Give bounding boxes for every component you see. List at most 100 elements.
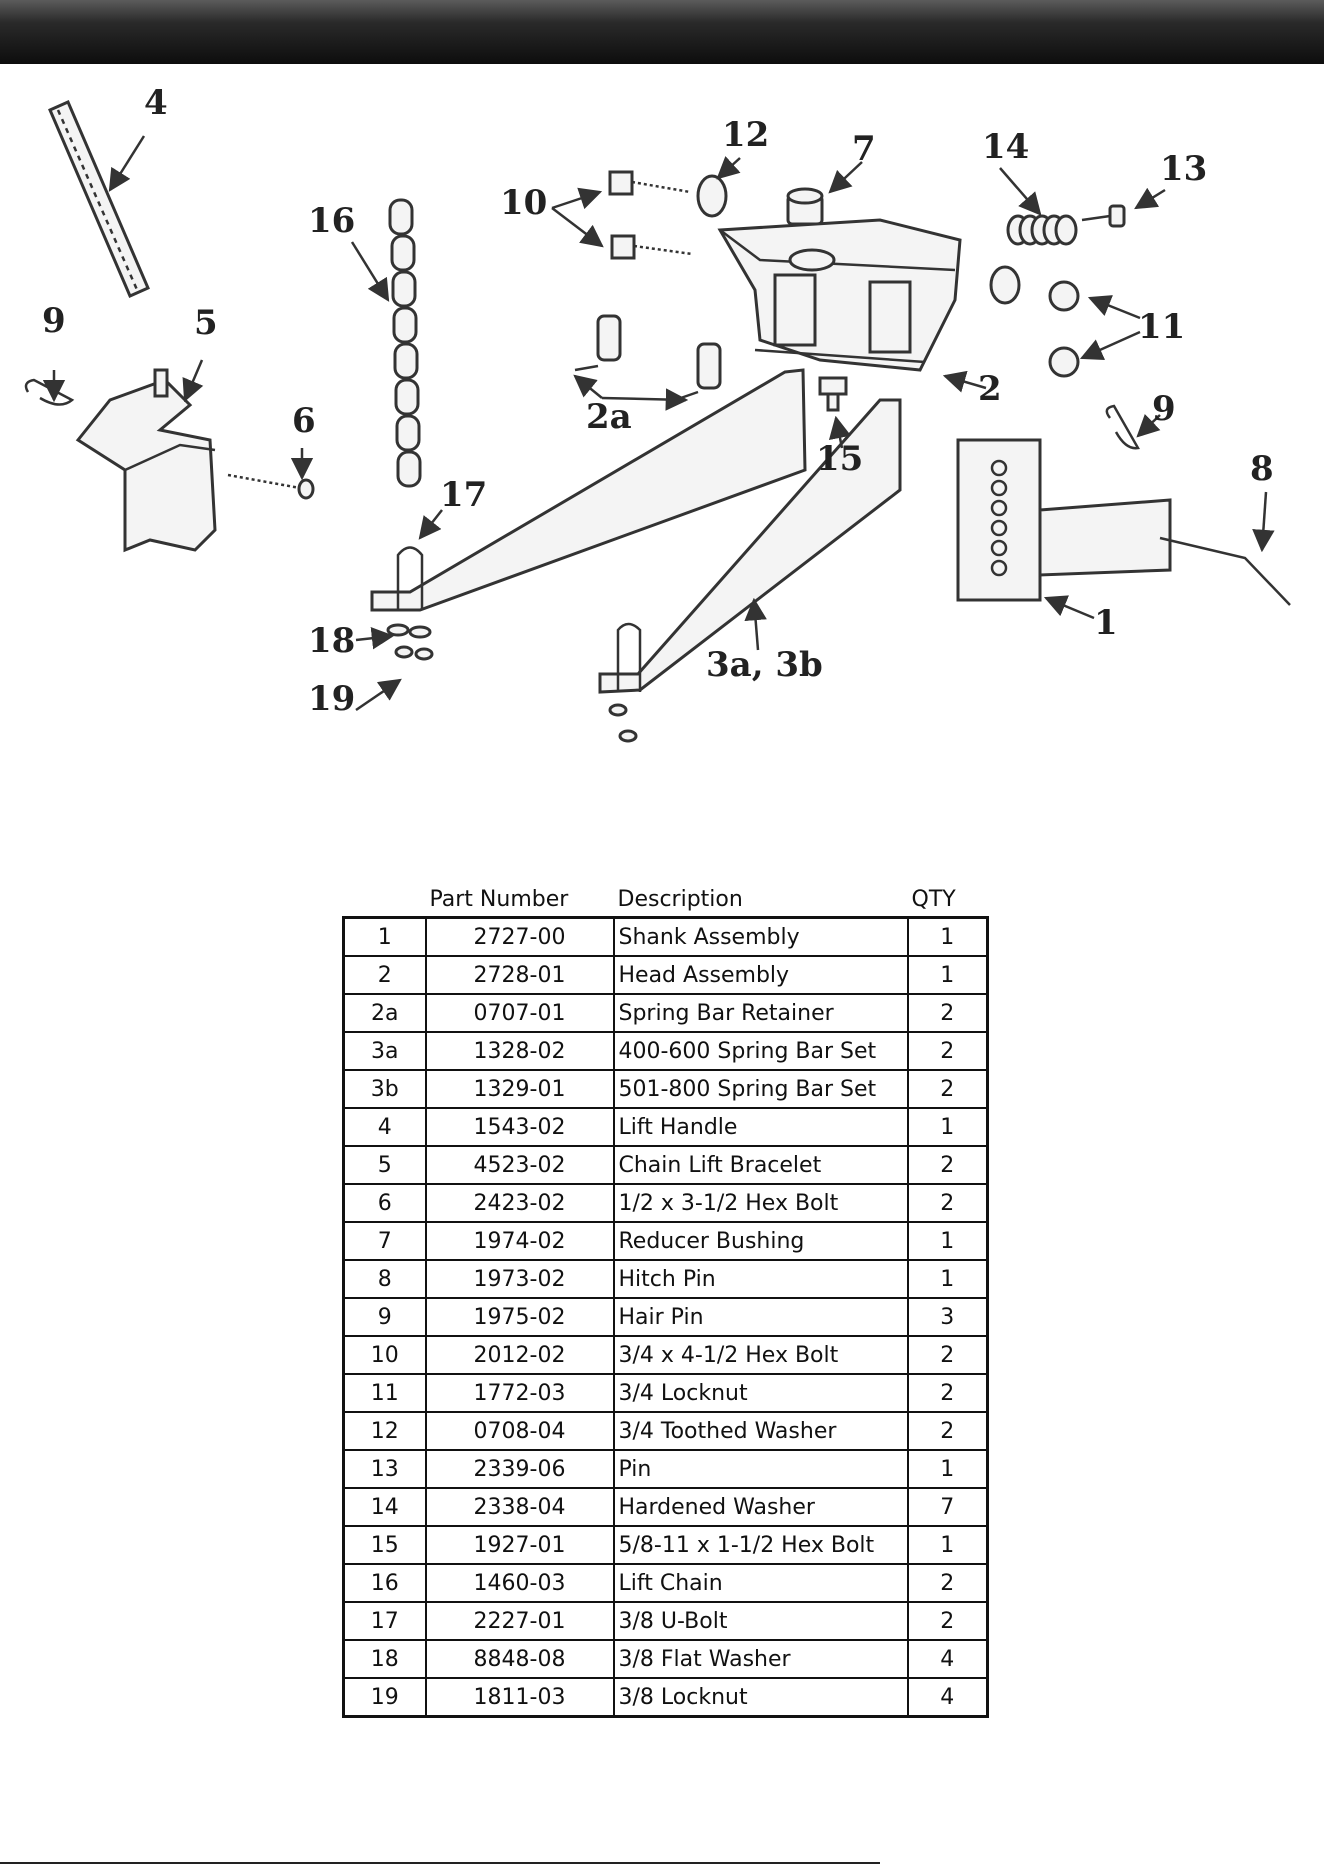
cell-row-number: 9 <box>342 1297 427 1337</box>
cell-description: Chain Lift Bracelet <box>612 1145 909 1185</box>
reducer-bushing-part <box>786 187 824 226</box>
callout-2a: 2a <box>586 397 632 437</box>
footer-rule <box>0 1862 880 1864</box>
cell-row-number: 4 <box>342 1107 427 1147</box>
cell-row-number: 18 <box>342 1639 427 1679</box>
callout-3a-3b: 3a, 3b <box>706 645 823 685</box>
exploded-parts-diagram: 4 9 5 6 16 10 12 7 14 13 11 2 2a 15 9 8 … <box>24 83 1291 743</box>
header-qty: QTY <box>911 886 956 912</box>
cell-part-number: 0707-01 <box>424 993 615 1033</box>
cell-description: Pin <box>612 1449 909 1489</box>
chain-lift-bracelet-part <box>75 368 217 553</box>
callout-9-right: 9 <box>1152 389 1176 429</box>
lift-chain-part <box>388 198 422 488</box>
cell-part-number: 1772-03 <box>424 1373 615 1413</box>
cell-part-number: 8848-08 <box>424 1639 615 1679</box>
cell-quantity: 3 <box>906 1297 989 1337</box>
cell-part-number: 1543-02 <box>424 1107 615 1147</box>
shank-assembly-part <box>956 438 1172 602</box>
cell-description: Shank Assembly <box>612 916 909 957</box>
cell-quantity: 4 <box>906 1639 989 1679</box>
cell-description: 3/4 Toothed Washer <box>612 1411 909 1451</box>
cell-description: 3/8 Flat Washer <box>612 1639 909 1679</box>
header-description: Description <box>617 886 743 912</box>
callout-1: 1 <box>1094 603 1118 643</box>
cell-quantity: 1 <box>906 955 989 995</box>
cell-description: Hardened Washer <box>612 1487 909 1527</box>
cell-row-number: 3a <box>342 1031 427 1071</box>
cell-row-number: 3b <box>342 1069 427 1109</box>
head-assembly-part <box>717 218 962 372</box>
cell-quantity: 1 <box>906 1221 989 1261</box>
cell-row-number: 6 <box>342 1183 427 1223</box>
cell-quantity: 2 <box>906 1601 989 1641</box>
cell-quantity: 2 <box>906 1069 989 1109</box>
cell-row-number: 15 <box>342 1525 427 1565</box>
cell-description: Lift Handle <box>612 1107 909 1147</box>
hex-bolt-15-part <box>818 376 848 412</box>
cell-part-number: 1811-03 <box>424 1677 615 1718</box>
cell-row-number: 19 <box>342 1677 427 1718</box>
cell-row-number: 14 <box>342 1487 427 1527</box>
cell-row-number: 7 <box>342 1221 427 1261</box>
cell-quantity: 7 <box>906 1487 989 1527</box>
header-bar <box>0 0 1324 64</box>
callout-4: 4 <box>144 83 168 123</box>
cell-part-number: 1973-02 <box>424 1259 615 1299</box>
header-part-number: Part Number <box>429 886 569 912</box>
cell-row-number: 2 <box>342 955 427 995</box>
cell-row-number: 12 <box>342 1411 427 1451</box>
hair-pin-left-part <box>24 378 75 406</box>
hitch-pin-part <box>1159 536 1291 606</box>
callout-18: 18 <box>308 621 355 661</box>
cell-part-number: 0708-04 <box>424 1411 615 1451</box>
cell-row-number: 8 <box>342 1259 427 1299</box>
cell-quantity: 1 <box>906 916 989 957</box>
cell-row-number: 16 <box>342 1563 427 1603</box>
header-num <box>344 882 426 918</box>
hex-bolt-6-part <box>227 473 315 500</box>
cell-part-number: 2728-01 <box>424 955 615 995</box>
lift-handle-part <box>48 100 150 298</box>
cell-description: 3/8 Locknut <box>612 1677 909 1718</box>
cell-quantity: 1 <box>906 1107 989 1147</box>
callout-6: 6 <box>292 401 316 441</box>
cell-part-number: 2338-04 <box>424 1487 615 1527</box>
cell-quantity: 2 <box>906 1373 989 1413</box>
spring-bar-retainer-part <box>574 314 722 402</box>
hair-pin-right-part <box>1105 404 1140 450</box>
table-header-row: Part Number Description QTY <box>344 882 988 918</box>
callout-13: 13 <box>1160 149 1207 189</box>
cell-part-number: 1460-03 <box>424 1563 615 1603</box>
cell-row-number: 11 <box>342 1373 427 1413</box>
callout-arrows <box>42 135 1275 712</box>
hardened-washers-part <box>1006 214 1078 246</box>
cell-quantity: 2 <box>906 1183 989 1223</box>
callout-16: 16 <box>308 201 355 241</box>
pin-13-part <box>1081 204 1126 228</box>
callout-7: 7 <box>852 129 876 169</box>
cell-description: 5/8-11 x 1-1/2 Hex Bolt <box>612 1525 909 1565</box>
cell-description: Lift Chain <box>612 1563 909 1603</box>
cell-description: 3/4 x 4-1/2 Hex Bolt <box>612 1335 909 1375</box>
cell-row-number: 10 <box>342 1335 427 1375</box>
callout-9-left: 9 <box>42 301 66 341</box>
cell-description: 1/2 x 3-1/2 Hex Bolt <box>612 1183 909 1223</box>
cell-row-number: 5 <box>342 1145 427 1185</box>
cell-row-number: 17 <box>342 1601 427 1641</box>
